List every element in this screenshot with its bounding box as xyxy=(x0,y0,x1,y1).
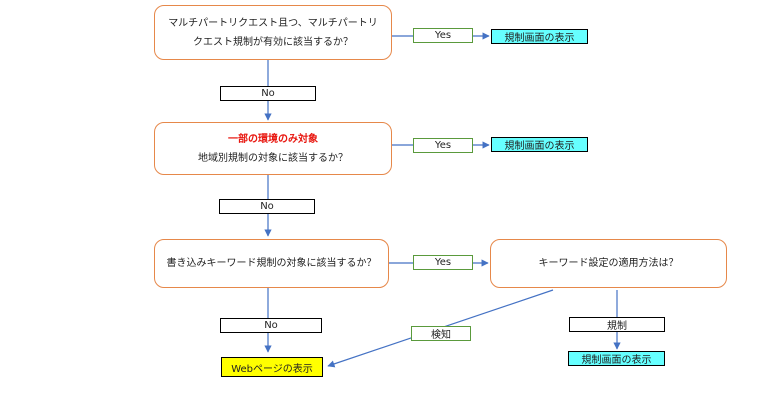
decision-keyword-method: キーワード設定の適用方法は？ xyxy=(490,239,727,288)
decision-multipart-line2: クエスト規制が有効に該当するか？ xyxy=(193,36,353,48)
label-no-2: No xyxy=(219,199,315,214)
result-web-page: Webページの表示 xyxy=(221,357,323,377)
decision-multipart-line1: マルチパートリクエスト且つ、マルチパートリ xyxy=(168,17,378,29)
label-detect: 検知 xyxy=(411,326,471,341)
label-no-3: No xyxy=(220,318,322,333)
result-regulation-screen-2: 規制画面の表示 xyxy=(491,137,588,152)
label-regulate: 規制 xyxy=(569,317,665,332)
label-yes-2: Yes xyxy=(413,138,473,153)
decision-regional: 一部の環境のみ対象 地域別規制の対象に該当するか？ xyxy=(154,122,392,175)
label-yes-3: Yes xyxy=(413,255,473,270)
result-regulation-screen-3: 規制画面の表示 xyxy=(568,351,665,366)
decision-multipart: マルチパートリクエスト且つ、マルチパートリ クエスト規制が有効に該当するか？ xyxy=(154,5,392,60)
decision-regional-warning: 一部の環境のみ対象 xyxy=(228,133,318,145)
decision-regional-line1: 地域別規制の対象に該当するか？ xyxy=(198,152,348,164)
decision-keyword: 書き込みキーワード規制の対象に該当するか？ xyxy=(154,239,389,288)
label-yes-1: Yes xyxy=(413,28,473,43)
decision-keyword-line1: 書き込みキーワード規制の対象に該当するか？ xyxy=(166,258,377,269)
decision-keyword-method-line1: キーワード設定の適用方法は？ xyxy=(538,258,679,269)
result-regulation-screen-1: 規制画面の表示 xyxy=(491,29,588,44)
label-no-1: No xyxy=(220,86,316,101)
